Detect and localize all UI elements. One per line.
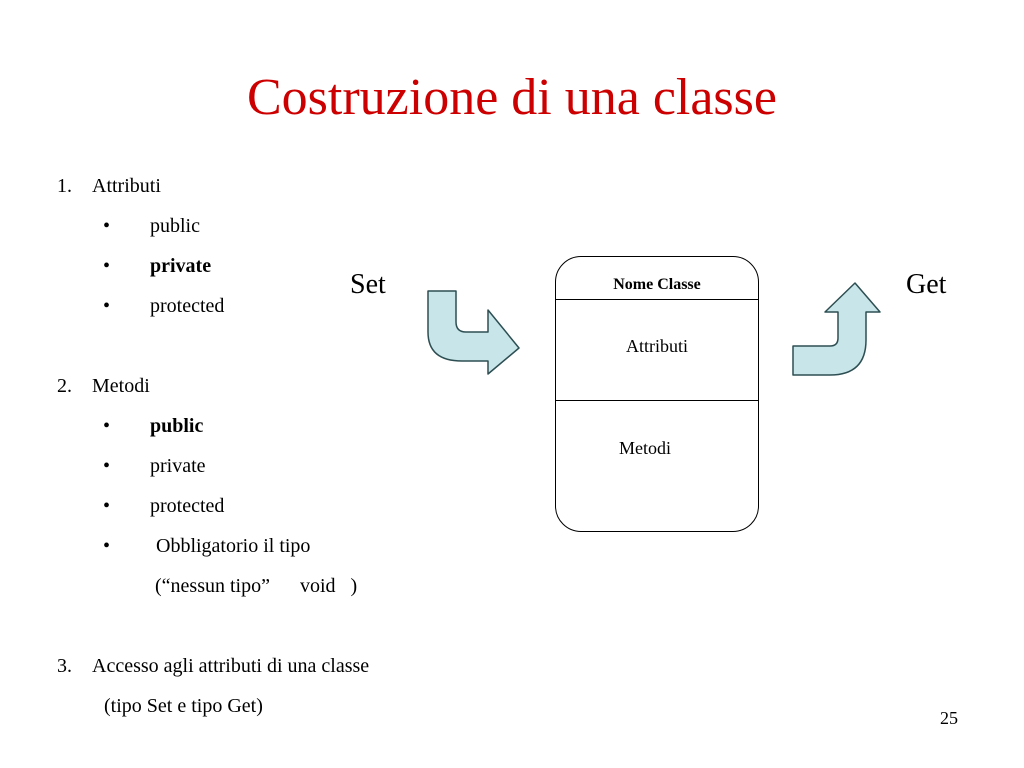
bullet: • (103, 255, 111, 277)
section-attributi-label: Attributi (92, 175, 161, 197)
accesso-note: (tipo Set e tipo Get) (104, 695, 263, 717)
bullet: • (103, 535, 111, 557)
slide-title: Costruzione di una classe (247, 69, 777, 126)
section-metodi-label: Metodi (92, 375, 150, 397)
get-arrow-icon (792, 282, 881, 376)
metodi-item-public: public (150, 415, 204, 437)
metodi-item-protected: protected (150, 495, 225, 517)
bullet: • (103, 415, 111, 437)
box-divider-header (556, 299, 758, 300)
attributi-item-protected: protected (150, 295, 225, 317)
page-number: 25 (940, 708, 958, 728)
bullet: • (103, 215, 111, 237)
bullet: • (103, 455, 111, 477)
box-attributes-label: Attributi (626, 336, 688, 356)
bullet: • (103, 495, 111, 517)
get-label: Get (906, 269, 947, 300)
set-label: Set (350, 269, 386, 300)
set-arrow-icon (427, 290, 520, 375)
metodi-note: (“nessun tipo” void ) (155, 575, 358, 597)
section-attributi-number: 1. (57, 175, 72, 197)
metodi-item-obbligatorio: Obbligatorio il tipo (156, 535, 311, 557)
section-accesso-number: 3. (57, 655, 72, 677)
section-accesso-label: Accesso agli attributi di una classe (92, 655, 370, 677)
metodi-item-private: private (150, 455, 206, 477)
class-box: Nome Classe Attributi Metodi (555, 256, 759, 532)
attributi-item-private: private (150, 255, 212, 277)
section-metodi-number: 2. (57, 375, 72, 397)
bullet: • (103, 295, 111, 317)
class-name-header: Nome Classe (613, 276, 701, 293)
box-divider-sections (556, 400, 758, 401)
box-methods-label: Metodi (619, 438, 671, 458)
attributi-item-public: public (150, 215, 200, 237)
